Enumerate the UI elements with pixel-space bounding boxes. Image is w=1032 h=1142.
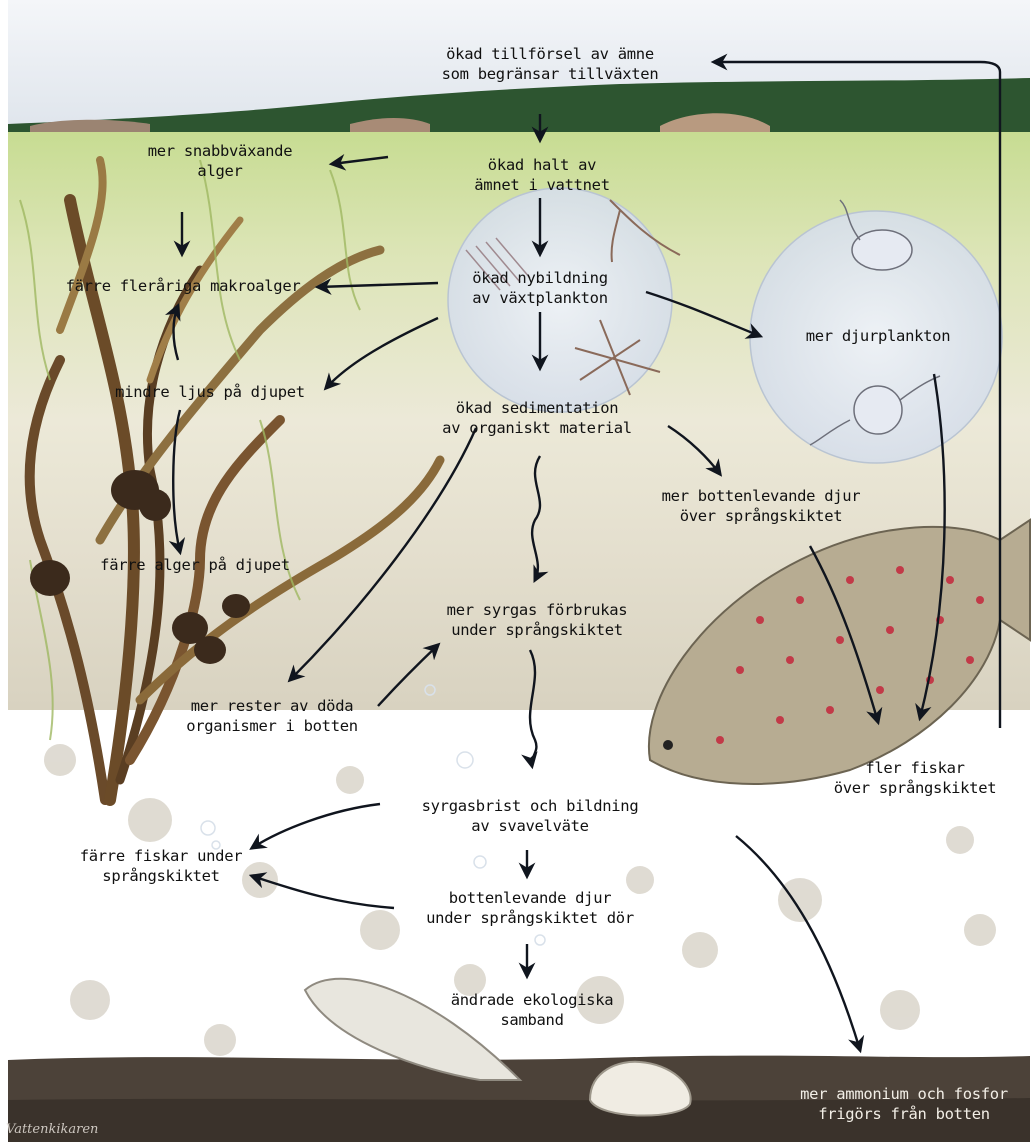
arrow-to-ammonium xyxy=(736,836,860,1050)
label-syrgas: mer syrgas förbrukas under språngskiktet xyxy=(432,600,642,640)
top-label-line1: ökad tillförsel av ämne xyxy=(435,44,665,64)
label-halt-line1: ökad halt av xyxy=(452,155,632,175)
label-farre-fiskar-line2: språngskiktet xyxy=(66,866,256,886)
label-andrade-line1: ändrade ekologiska xyxy=(432,990,632,1010)
label-bottenlevande-over-line1: mer bottenlevande djur xyxy=(646,486,876,506)
label-ljus-text: mindre ljus på djupet xyxy=(100,382,320,402)
label-alger-djupet: färre alger på djupet xyxy=(90,555,300,575)
label-bottenlevande-over-line2: över språngskiktet xyxy=(646,506,876,526)
label-ammonium: mer ammonium och fosfor frigörs från bot… xyxy=(784,1084,1024,1124)
label-nybildning-line2: av växtplankton xyxy=(460,288,620,308)
label-syrgas-line1: mer syrgas förbrukas xyxy=(432,600,642,620)
label-farre-fiskar: färre fiskar under språngskiktet xyxy=(66,846,256,886)
label-bottendjur-dor-line2: under språngskiktet dör xyxy=(410,908,650,928)
label-snabbvaxande: mer snabbväxande alger xyxy=(130,141,310,181)
label-alger-djupet-text: färre alger på djupet xyxy=(90,555,300,575)
label-sedimentation-line2: av organiskt material xyxy=(432,418,642,438)
label-sedimentation: ökad sedimentation av organiskt material xyxy=(432,398,642,438)
label-sedimentation-line1: ökad sedimentation xyxy=(432,398,642,418)
label-nybildning: ökad nybildning av växtplankton xyxy=(460,268,620,308)
label-syrgasbrist-line2: av svavelväte xyxy=(410,816,650,836)
label-halt-line2: ämnet i vattnet xyxy=(452,175,632,195)
label-rester-line2: organismer i botten xyxy=(172,716,372,736)
artist-signature: Vattenkikaren xyxy=(6,1122,98,1137)
label-nybildning-line1: ökad nybildning xyxy=(460,268,620,288)
label-snabbvaxande-line2: alger xyxy=(130,161,310,181)
label-fler-fiskar-line2: över språngskiktet xyxy=(830,778,1000,798)
label-djurplankton-text: mer djurplankton xyxy=(760,326,996,346)
label-bottenlevande-over: mer bottenlevande djur över språngskikte… xyxy=(646,486,876,526)
label-rester: mer rester av döda organismer i botten xyxy=(172,696,372,736)
top-label-line2: som begränsar tillväxten xyxy=(435,64,665,84)
label-halt: ökad halt av ämnet i vattnet xyxy=(452,155,632,195)
label-syrgasbrist: syrgasbrist och bildning av svavelväte xyxy=(410,796,650,836)
label-andrade: ändrade ekologiska samband xyxy=(432,990,632,1030)
label-makroalger: färre fleråriga makroalger xyxy=(52,276,314,296)
arrow-syrgasbrist-to-farre-fiskar xyxy=(252,804,380,848)
label-syrgasbrist-line1: syrgasbrist och bildning xyxy=(410,796,650,816)
label-ammonium-line1: mer ammonium och fosfor xyxy=(784,1084,1024,1104)
label-syrgas-line2: under språngskiktet xyxy=(432,620,642,640)
top-label: ökad tillförsel av ämne som begränsar ti… xyxy=(435,44,665,84)
label-bottendjur-dor: bottenlevande djur under språngskiktet d… xyxy=(410,888,650,928)
label-ammonium-line2: frigörs från botten xyxy=(784,1104,1024,1124)
label-djurplankton: mer djurplankton xyxy=(760,326,996,346)
label-fler-fiskar-line1: fler fiskar xyxy=(830,758,1000,778)
label-snabbvaxande-line1: mer snabbväxande xyxy=(130,141,310,161)
label-rester-line1: mer rester av döda xyxy=(172,696,372,716)
label-ljus: mindre ljus på djupet xyxy=(100,382,320,402)
label-farre-fiskar-line1: färre fiskar under xyxy=(66,846,256,866)
label-bottendjur-dor-line1: bottenlevande djur xyxy=(410,888,650,908)
label-fler-fiskar: fler fiskar över språngskiktet xyxy=(830,758,1000,798)
label-andrade-line2: samband xyxy=(432,1010,632,1030)
label-makroalger-text: färre fleråriga makroalger xyxy=(52,276,314,296)
